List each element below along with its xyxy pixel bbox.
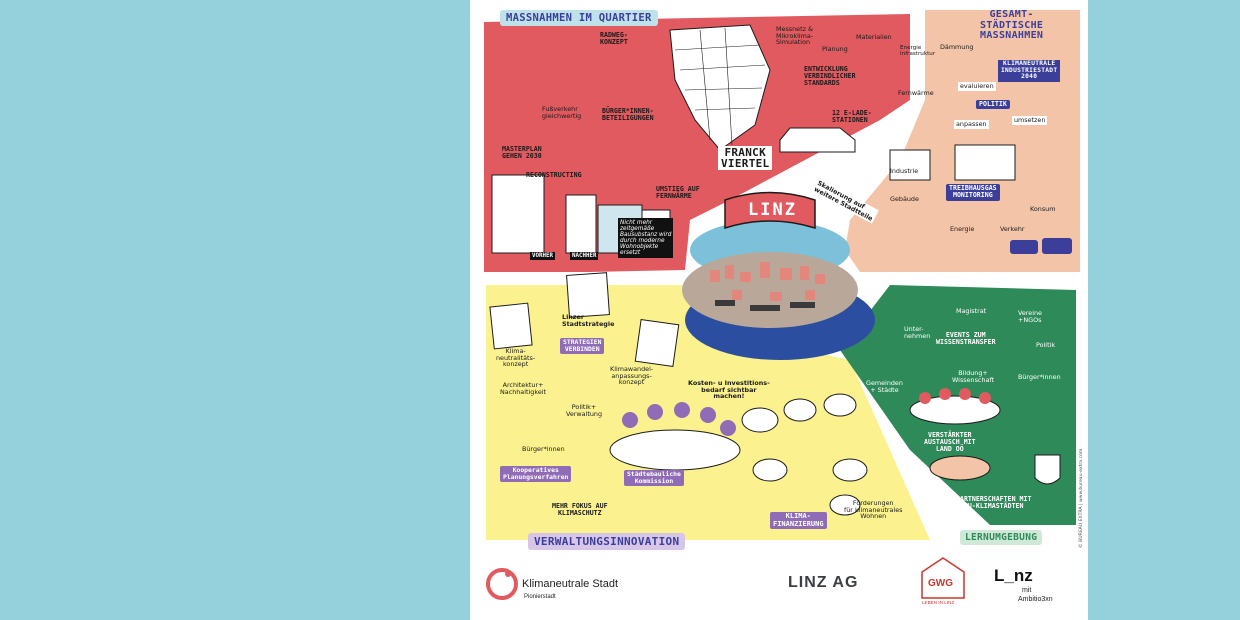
label-konsum: Konsum: [1030, 205, 1056, 213]
label-buerger-beteiligung: BÜRGER*INNEN- BETEILIGUNGEN: [602, 107, 654, 122]
title-lernumgebung: LERNUMGEBUNG: [960, 530, 1043, 545]
klimaneutrale-logo-mark: [486, 568, 518, 600]
strategy-doc-2: [566, 272, 610, 318]
label-klimafinanzierung: KLIMA- FINANZIERUNG: [770, 512, 827, 530]
vehicles-illustration: [1010, 238, 1072, 254]
gwg-house-icon: [921, 557, 965, 599]
meeting-table: [609, 429, 741, 471]
district-map: [669, 24, 771, 151]
label-fussverkehr: Fußverkehr gleichwertig: [542, 105, 582, 120]
logo-ambition: Ambitio3xn: [1018, 596, 1053, 603]
label-entwicklung: ENTWICKLUNG VERBINDLICHER STANDARDS: [804, 65, 856, 87]
label-magistrat: Magistrat: [956, 307, 987, 315]
label-thg-monitoring: TREIBHAUSGAS MONITORING: [946, 184, 1000, 201]
label-fernwaerme-small: Fernwärme: [898, 89, 934, 97]
label-mehr-fokus: MEHR FOKUS AUF KLIMASCHUTZ: [552, 502, 608, 517]
logo-gwg-sub: LEBEN IN LINZ: [922, 600, 955, 605]
car-illustration: [779, 127, 856, 153]
label-kosten: Kosten- u Investitions- bedarf sichtbar …: [688, 379, 770, 401]
label-reconstructing: RECONSTRUCTING: [526, 171, 582, 179]
title-gesamt: GESAMT- STÄDTISCHE MASSNAHMEN: [980, 9, 1044, 41]
strategy-doc-3: [634, 318, 680, 368]
industry-factory: [889, 149, 931, 181]
label-buerger-innen: Bürger*innen: [522, 445, 565, 453]
label-anpassen: anpassen: [954, 120, 989, 129]
city-houses: [710, 262, 825, 301]
logo-mit: mit: [1022, 587, 1032, 594]
handshake-illustration: [929, 455, 991, 481]
label-politik-green: Politik: [1036, 341, 1056, 349]
label-masterplan: MASTERPLAN GEHEN 2030: [502, 145, 542, 160]
label-kooperatives: Kooperatives Planungsverfahren: [500, 466, 572, 483]
subtitle-gesamt: KLIMANEUTRALE INDUSTRIESTADT 2040: [998, 60, 1061, 82]
label-gemeinden: Gemeinden + Städte: [866, 379, 903, 394]
label-umstieg: UMSTIEG AUF FERNWÄRME: [656, 185, 700, 200]
label-strategien-verbinden: STRATEGIEN VERBINDEN: [560, 338, 605, 355]
label-klimaneutralitaetskonzept: Klima- neutralitäts- konzept: [496, 347, 536, 369]
title-quartier: MASSNAHMEN IM QUARTIER: [500, 10, 658, 26]
label-energie-infra: Energie Infrastruktur: [900, 45, 936, 57]
logo-klimaneutrale-stadt: Klimaneutrale Stadt: [522, 578, 618, 590]
label-radweg: RADWEG- KONZEPT: [600, 31, 628, 46]
logo-linz-ag: LINZ AG: [788, 574, 859, 591]
title-verwaltung: VERWALTUNGSINNOVATION: [528, 533, 686, 550]
label-materialien: Materialien: [856, 33, 892, 41]
round-table-people: [919, 388, 991, 404]
district-streets: [674, 27, 766, 146]
poster: MASSNAHMEN IM QUARTIER GESAMT- STÄDTISCH…: [470, 0, 1088, 620]
label-partnerschaften: PARTNERSCHAFTEN MIT EU-KLIMASTÄDTEN: [956, 495, 1032, 510]
city-roofs: [715, 300, 815, 311]
label-vorher: VORHER: [530, 252, 555, 261]
label-politik-cycle: POLITIK: [976, 100, 1010, 110]
money-clouds: [741, 393, 868, 516]
label-industrie: Industrie: [890, 167, 919, 175]
logo-linz-city: L_nz: [994, 566, 1033, 585]
label-verkehr: Verkehr: [1000, 225, 1025, 233]
label-messnetz: Messnetz & Mikroklima- Simulation: [776, 25, 814, 47]
label-planung: Planung: [822, 45, 848, 53]
label-linzer-stadtstrategie: Linzer Stadtstrategie: [562, 313, 615, 328]
label-foerderungen: Förderungen für klimaneutrales Wohnen: [844, 499, 903, 521]
label-staedtebauliche: Städtebauliche Kommission: [624, 470, 684, 487]
label-gebaeude: Gebäude: [890, 195, 919, 203]
label-energie: Energie: [950, 225, 975, 233]
thg-screen: [954, 144, 1016, 181]
label-events: EVENTS ZUM WISSENSTRANSFER: [936, 331, 996, 346]
label-credit: © BUREAU EXTRA | www.bureau-extra.com: [1079, 448, 1084, 548]
label-unternehmen: Unter- nehmen: [904, 325, 931, 340]
linz-banner: [724, 191, 816, 230]
label-evaluieren: evaluieren: [958, 82, 996, 91]
label-franck-viertel: FRANCK VIERTEL: [718, 146, 773, 170]
meeting-people: [622, 402, 736, 436]
label-e-lade: 12 E-LADE- STATIONEN: [832, 109, 872, 124]
label-vereine: Vereine +NGOs: [1018, 309, 1042, 324]
label-politik-verwaltung: Politik+ Verwaltung: [566, 403, 603, 418]
label-nachher: NACHHER: [570, 252, 599, 261]
round-table: [909, 395, 1001, 425]
label-linz: LINZ: [748, 200, 797, 220]
label-bildung: Bildung+ Wissenschaft: [952, 369, 995, 384]
label-architektur: Architektur+ Nachhaltigkeit: [500, 381, 547, 396]
logo-pionierstadt: Pionierstadt: [524, 594, 556, 600]
label-austausch: VERSTÄRKTER AUSTAUSCH MIT LAND OÖ: [924, 431, 976, 453]
strategy-doc-1: [489, 302, 533, 350]
label-buerger-green: Bürger*innen: [1018, 373, 1061, 381]
label-umsetzen: umsetzen: [1012, 116, 1048, 125]
label-klimawandelkonzept: Klimawandel- anpassungs- konzept: [610, 365, 654, 387]
note-bausubstanz: Nicht mehr zeitgemäße Bausubstanz wird d…: [618, 218, 674, 259]
coat-of-arms: [1034, 454, 1061, 485]
logo-gwg: GWG: [928, 578, 953, 589]
label-daemmung: Dämmung: [940, 43, 974, 51]
